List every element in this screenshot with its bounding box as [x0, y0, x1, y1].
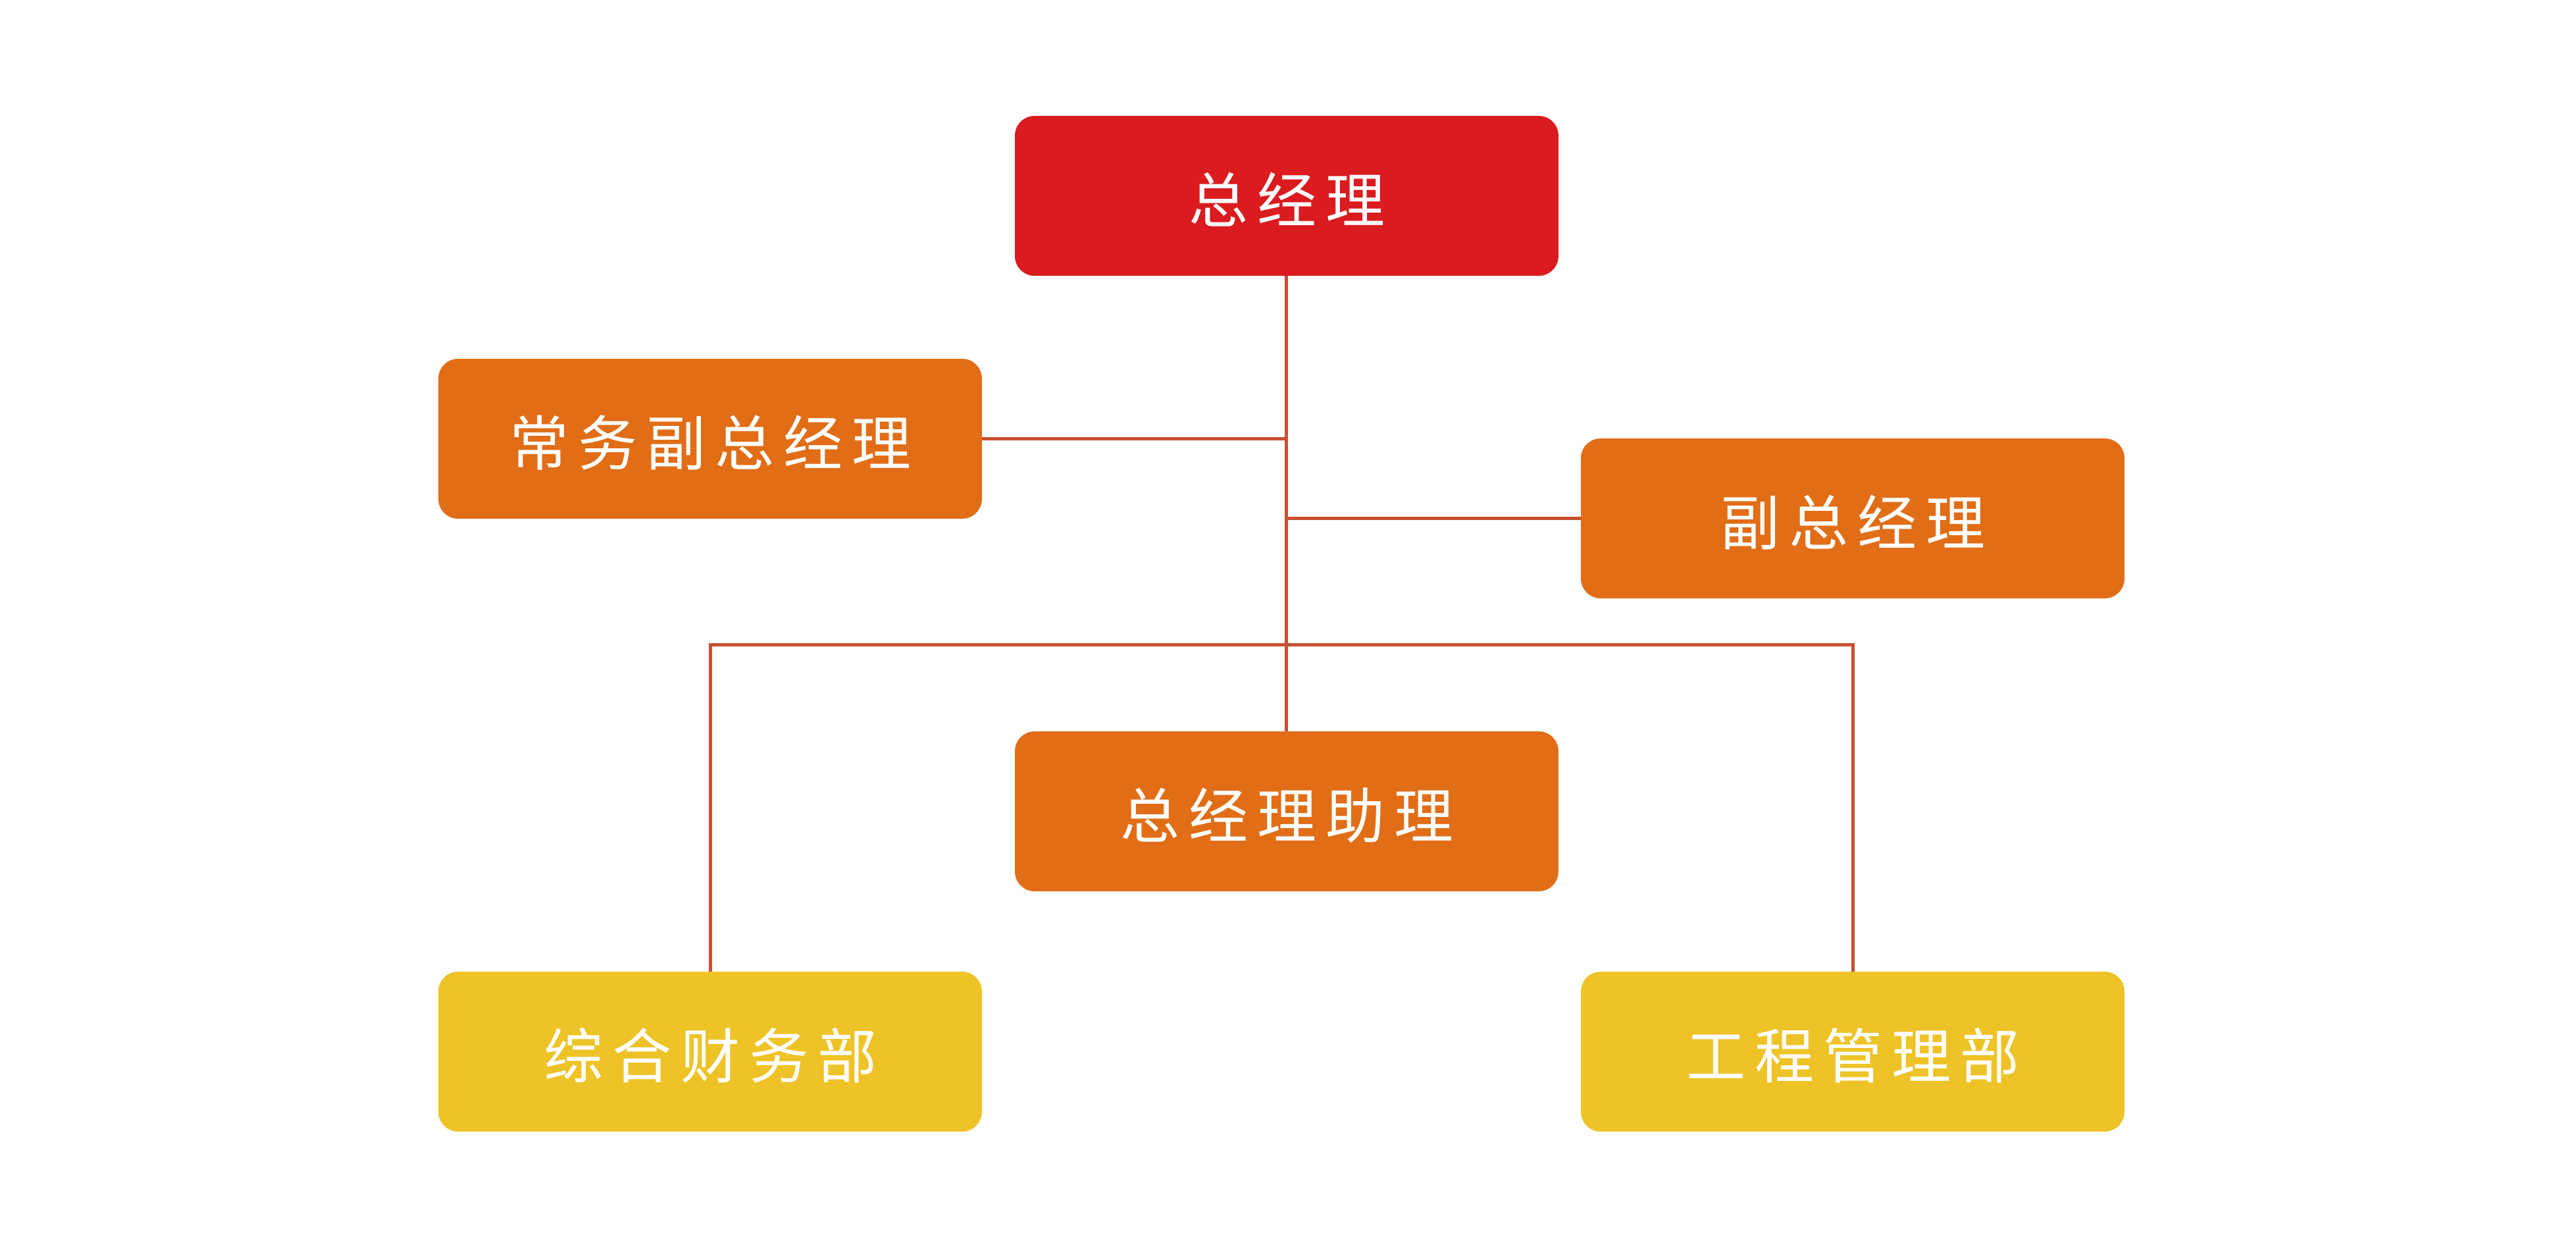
node-general-manager: 总经理 [1015, 116, 1558, 276]
node-executive-deputy-general-manager: 常务副总经理 [438, 359, 982, 519]
connector-deputy-horizontal [1285, 517, 1582, 520]
node-general-manager-assistant: 总经理助理 [1015, 731, 1558, 891]
connector-engineering-vertical [1851, 643, 1855, 973]
node-executive-deputy-general-manager-label: 常务副总经理 [509, 411, 920, 478]
node-general-manager-label: 总经理 [1189, 169, 1394, 235]
node-general-manager-assistant-label: 总经理助理 [1120, 784, 1462, 851]
node-engineering-management-department: 工程管理部 [1581, 972, 2125, 1132]
node-general-finance-department: 综合财务部 [438, 972, 982, 1132]
connector-executive-deputy-horizontal [981, 437, 1286, 440]
node-deputy-general-manager: 副总经理 [1581, 438, 2125, 598]
connector-departments-horizontal [709, 643, 1855, 646]
node-engineering-management-department-label: 工程管理部 [1686, 1024, 2028, 1091]
connector-finance-vertical [709, 643, 712, 973]
connector-trunk-vertical [1285, 273, 1288, 734]
node-deputy-general-manager-label: 副总经理 [1720, 491, 1994, 558]
node-general-finance-department-label: 综合财务部 [544, 1024, 886, 1091]
